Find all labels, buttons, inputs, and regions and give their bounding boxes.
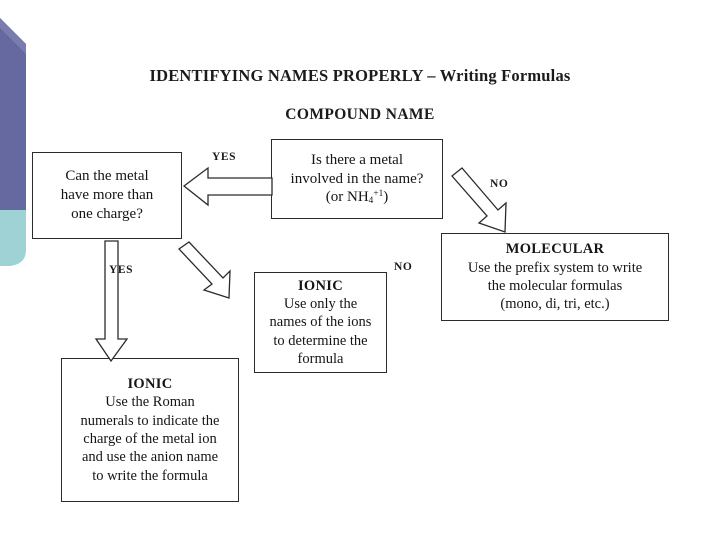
arrow-label-yes-left: YES [212,151,237,163]
decision-box-metal-charge: Can the metal have more than one charge? [32,152,182,239]
ionic-roman-line-1: Use the Roman [105,394,195,411]
ionic-roman-line-2: numerals to indicate the [80,412,220,429]
formula-superscript: +1 [373,189,384,200]
ionic-names-line-3: to determine the [273,332,368,349]
formula-prefix: (or NH [325,189,369,206]
arrow-down-yes-icon [94,239,130,363]
ionic-names-line-2: names of the ions [269,314,372,331]
charge-question-line-3: one charge? [71,205,143,222]
arrow-label-no-right: NO [490,178,509,190]
ionic-names-line-4: formula [297,350,344,367]
molecular-line-1: Use the prefix system to write [467,259,643,276]
ionic-roman-line-5: to write the formula [92,467,208,484]
metal-question-line-2: involved in the name? [290,170,424,187]
charge-question-line-1: Can the metal [65,168,149,185]
ionic-roman-line-3: charge of the metal ion [83,431,217,447]
arrow-diagonal-no-secondary-icon [176,240,234,300]
decision-box-metal-involved: Is there a metal involved in the name? (… [271,139,443,219]
formula-suffix: ) [383,189,389,206]
charge-question-line-2: have more than [60,187,154,204]
arrow-label-yes-down: YES [109,264,134,276]
ammonium-formula: (or NH4+1) [326,188,388,207]
molecular-heading: MOLECULAR [505,241,605,258]
arrow-label-no-ionic: NO [394,261,413,273]
accent-bar-lower-segment [0,210,26,266]
molecular-line-2: the molecular formulas [487,278,623,294]
slide-title: IDENTIFYING NAMES PROPERLY – Writing For… [149,66,571,85]
result-box-molecular: MOLECULAR Use the prefix system to write… [441,233,669,321]
ionic-names-line-1: Use only the [283,296,358,313]
slide-subtitle: COMPOUND NAME [285,106,435,123]
ionic-roman-line-4: and use the anion name [81,449,219,466]
result-box-ionic-names: IONIC Use only the names of the ions to … [254,272,387,373]
arrow-diagonal-no-icon [448,166,510,236]
arrow-left-yes-icon [182,164,274,208]
ionic-names-heading: IONIC [297,277,343,294]
ionic-roman-heading: IONIC [127,376,173,393]
formula-subscript: 4 [368,196,374,207]
accent-bar-bevel [0,18,26,54]
metal-question-line-1: Is there a metal [310,151,404,168]
accent-bar-upper-segment [0,18,26,210]
result-box-ionic-roman: IONIC Use the Roman numerals to indicate… [61,358,239,502]
molecular-line-3: (mono, di, tri, etc.) [500,296,610,313]
left-accent-bar [0,14,34,266]
